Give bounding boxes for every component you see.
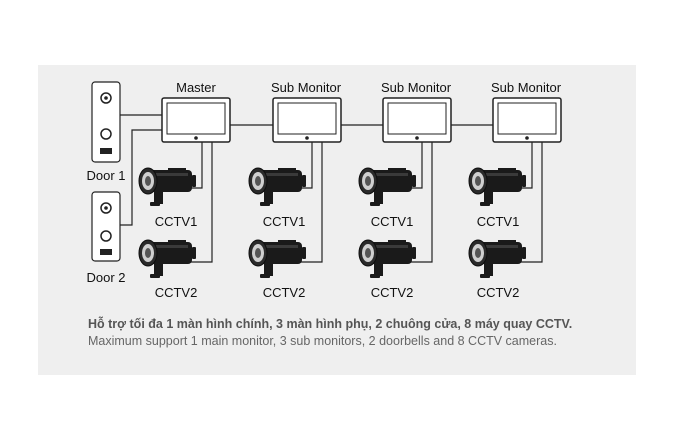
monitor-display (166, 102, 226, 135)
cctv2-wire-m4 (520, 142, 543, 263)
cctv1-wire-m2 (300, 142, 313, 189)
cctv2-camera-icon (248, 239, 307, 279)
door2-link (120, 129, 162, 226)
monitor-indicator (305, 136, 309, 140)
cctv1-wire-m4 (520, 142, 533, 189)
cctv2-label: CCTV2 (263, 285, 306, 300)
door2-call-button-icon (100, 230, 112, 242)
cctv2-camera-icon (138, 239, 197, 279)
sub-monitor-1: Sub Monitor CCTV1 CCTV2 (248, 80, 342, 300)
caption-english: Maximum support 1 main monitor, 3 sub mo… (88, 334, 557, 348)
door1-speaker-icon (100, 148, 112, 154)
monitor-display (497, 102, 557, 135)
cctv1-camera-icon (138, 167, 197, 207)
cctv2-camera-icon (358, 239, 417, 279)
monitor-display (387, 102, 447, 135)
cctv1-wire-m1 (190, 142, 203, 189)
door2-speaker-icon (100, 249, 112, 255)
sub-monitor-3: Sub Monitor CCTV1 CCTV2 (468, 80, 562, 300)
monitor-master: Master CCTV1 CCTV2 (138, 80, 231, 300)
door2-panel (91, 191, 121, 262)
monitor-label: Master (176, 80, 216, 95)
cctv2-wire-m2 (300, 142, 323, 263)
caption-vietnamese: Hỗ trợ tối đa 1 màn hình chính, 3 màn hì… (88, 317, 573, 331)
door1-station: Door 1 (86, 81, 126, 183)
monitor-display (277, 102, 337, 135)
monitor-label: Sub Monitor (271, 80, 342, 95)
cctv2-wire-m1 (190, 142, 213, 263)
cctv2-label: CCTV2 (371, 285, 414, 300)
door1-call-button-icon (100, 128, 112, 140)
door1-label: Door 1 (86, 168, 125, 183)
door1-panel (91, 81, 121, 163)
cctv2-label: CCTV2 (155, 285, 198, 300)
cctv2-wire-m3 (410, 142, 433, 263)
monitor-label: Sub Monitor (381, 80, 452, 95)
cctv1-label: CCTV1 (477, 214, 520, 229)
door2-station: Door 2 (86, 191, 126, 285)
monitor-indicator (415, 136, 419, 140)
cctv2-label: CCTV2 (477, 285, 520, 300)
monitor-indicator (525, 136, 529, 140)
connection-lines (120, 114, 543, 263)
door2-lens-dot (104, 206, 108, 210)
cctv1-camera-icon (248, 167, 307, 207)
sub-monitor-2: Sub Monitor CCTV1 CCTV2 (358, 80, 452, 300)
door1-lens-dot (104, 96, 108, 100)
cctv1-label: CCTV1 (263, 214, 306, 229)
cctv2-camera-icon (468, 239, 527, 279)
door2-label: Door 2 (86, 270, 125, 285)
cctv1-label: CCTV1 (371, 214, 414, 229)
cctv1-camera-icon (468, 167, 527, 207)
monitor-indicator (194, 136, 198, 140)
cctv1-wire-m3 (410, 142, 423, 189)
cctv1-label: CCTV1 (155, 214, 198, 229)
monitor-label: Sub Monitor (491, 80, 562, 95)
cctv1-camera-icon (358, 167, 417, 207)
